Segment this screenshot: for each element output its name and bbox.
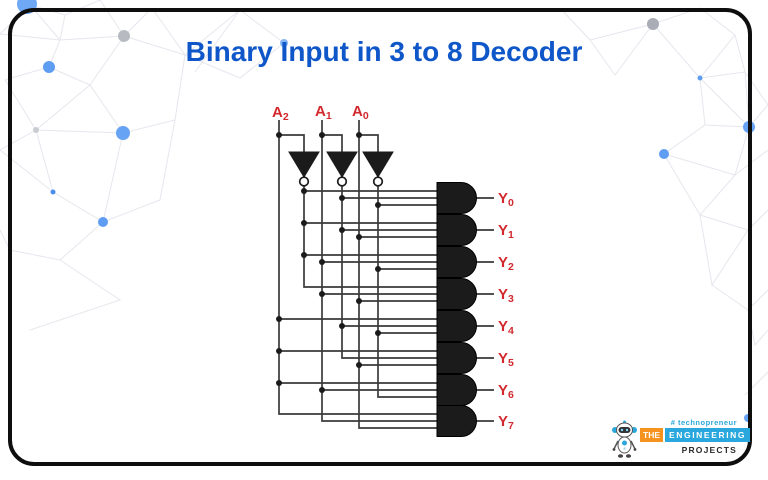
output-label-y3: Y3 [498,286,514,305]
not-gate-a1 [326,151,358,178]
output-label-y6: Y6 [498,382,514,401]
input-label-a0: A0 [352,103,369,122]
junction-dots [276,132,381,393]
input-label-a1: A1 [315,103,332,122]
technopreneur-hashtag: # technopreneur [670,418,737,427]
wire-a2 [278,120,437,415]
logo-word-engineering: ENGINEERING [665,428,751,442]
wire-a0-to-inverter [359,134,379,152]
and-gate-y6 [436,374,477,406]
and-gate-y1 [436,214,477,246]
bubble-a0 [372,176,384,187]
wire-a1 [321,120,437,422]
and-gate-y5 [436,342,477,374]
input-label-a2: A2 [272,104,289,123]
and-gate-y7 [436,405,477,437]
output-label-y1: Y1 [498,222,514,241]
output-label-y4: Y4 [498,318,514,337]
wire-a1-not [341,186,437,359]
wire-a0 [358,120,437,429]
logo-word-projects: PROJECTS [681,445,737,455]
not-gates [288,151,394,178]
bubble-a2 [298,176,310,187]
output-label-y0: Y0 [498,190,514,209]
logo-wordmark: THE ENGINEERING [640,428,751,442]
logo-word-the: THE [640,428,663,442]
wire-a2-to-inverter [279,134,305,152]
and-gate-y2 [436,246,477,278]
output-labels: Y0 Y1 Y2 Y3 Y4 Y5 Y6 Y7 [498,190,514,432]
and-gates [436,182,477,437]
and-gate-y0 [436,182,477,214]
input-labels: A2 A1 A0 [272,103,369,123]
robot-mascot-icon [612,420,637,458]
bubble-a1 [336,176,348,187]
page-title: Binary Input in 3 to 8 Decoder [185,36,583,67]
engineering-projects-logo: # technopreneur THE ENGINEERING PROJECTS [611,417,751,461]
inverter-bubbles [298,176,384,187]
wires [278,120,494,429]
wire-a1-to-inverter [322,134,343,152]
not-gate-a0 [362,151,394,178]
and-gate-y4 [436,310,477,342]
wire-a0-not [377,186,437,398]
output-label-y7: Y7 [498,413,514,432]
wire-a2-not [303,186,437,288]
output-label-y5: Y5 [498,350,514,369]
and-gate-y3 [436,278,477,310]
mesh-lines [0,0,768,396]
not-gate-a2 [288,151,320,178]
output-label-y2: Y2 [498,254,514,273]
